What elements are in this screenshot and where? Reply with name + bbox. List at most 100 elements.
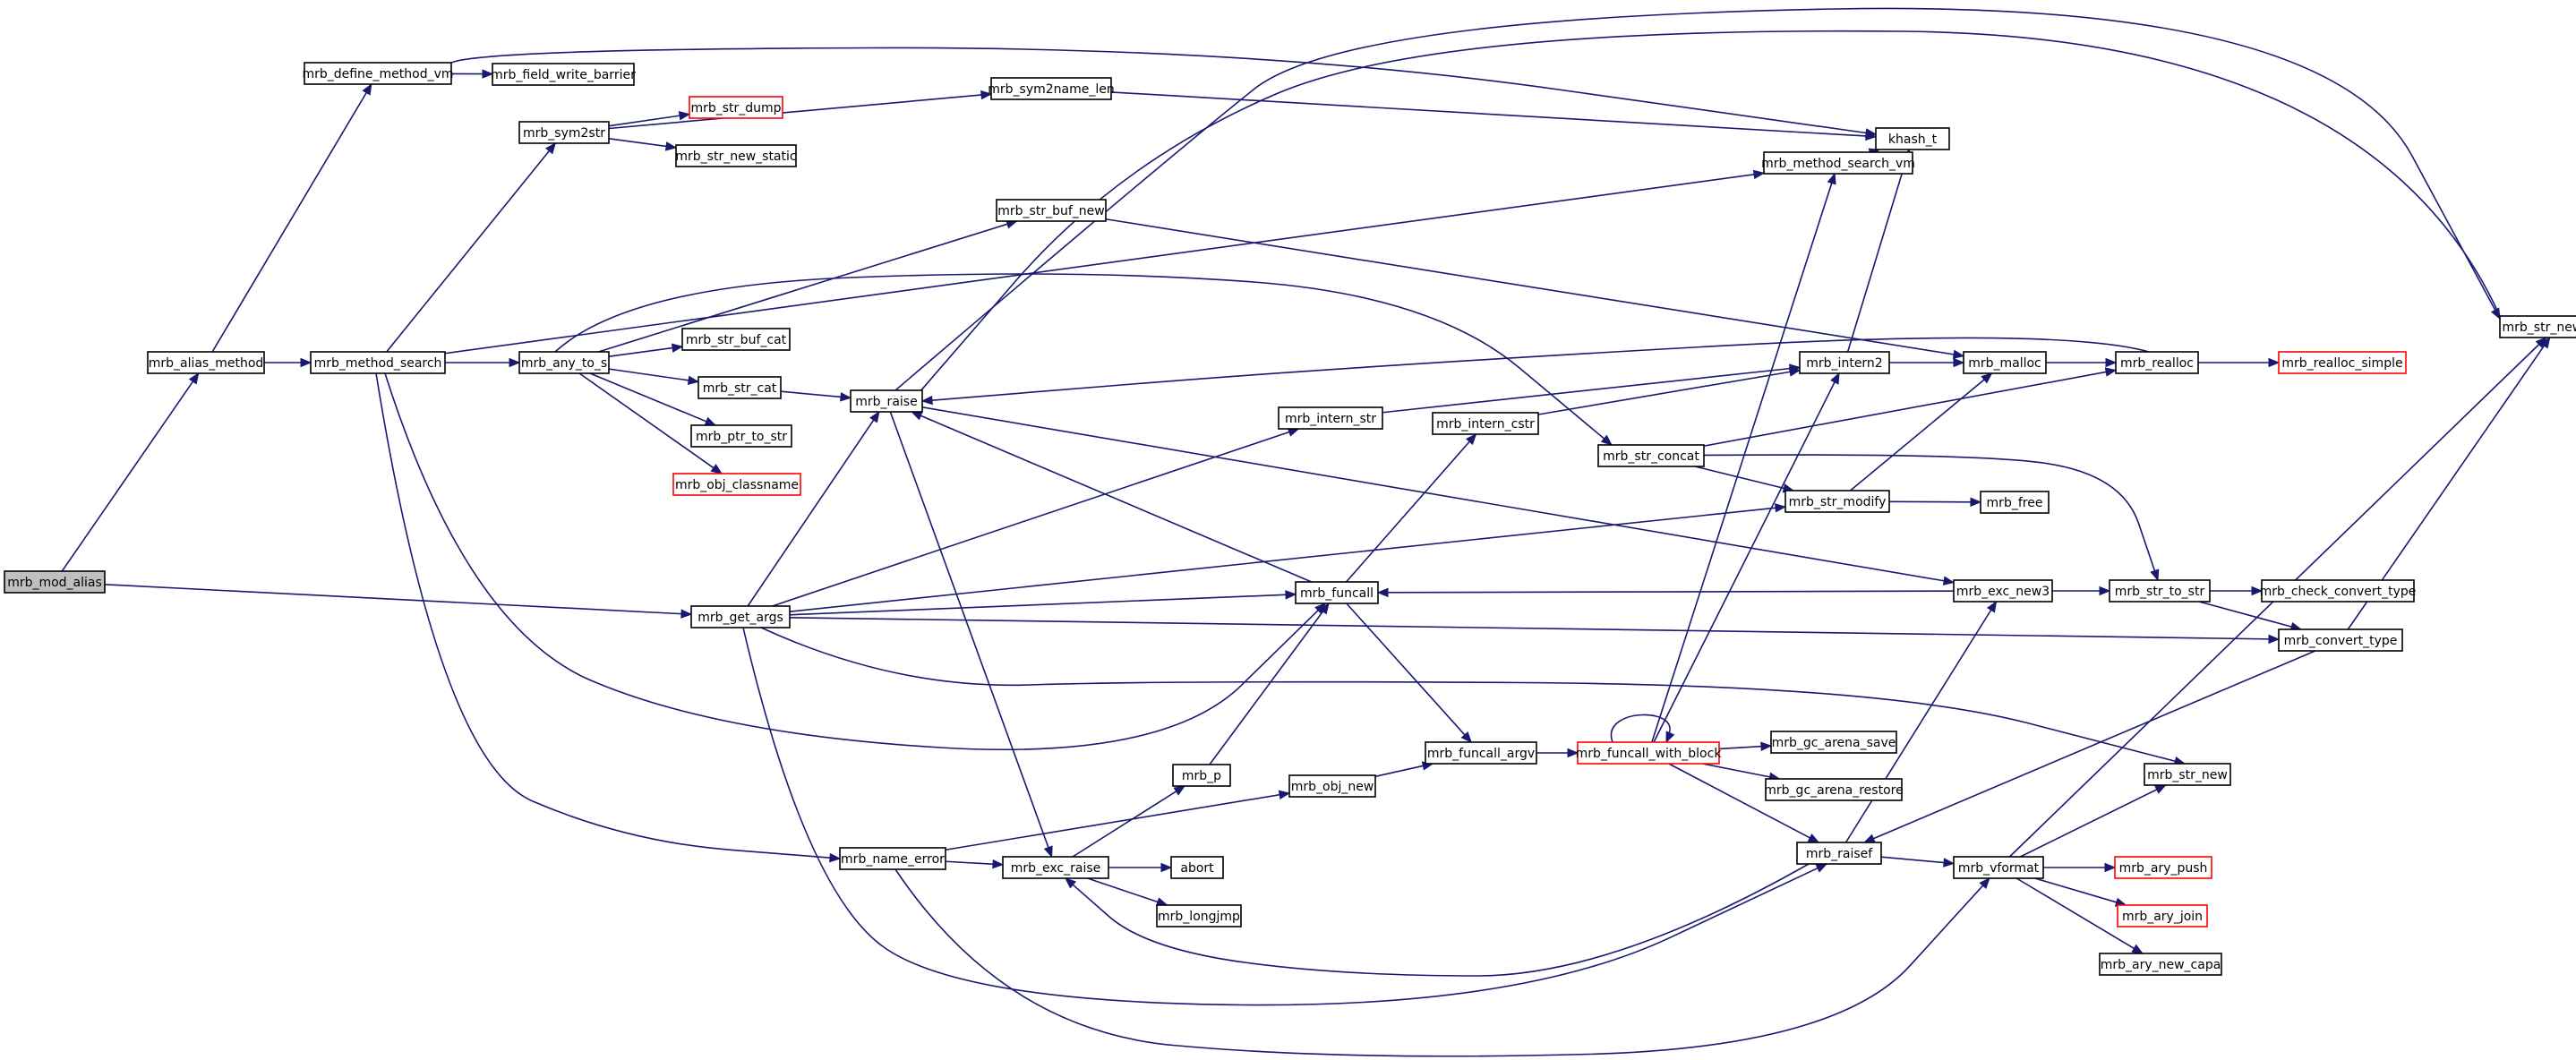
node-box [1953,579,2053,603]
edge-mrb_get_args-to-mrb_str_modify [789,503,1787,613]
node-mrb-malloc[interactable]: mrb_malloc [1963,351,2047,374]
node-mrb-str-new-static[interactable]: mrb_str_new_static [675,144,797,167]
node-mrb-str-buf-cat[interactable]: mrb_str_buf_cat [681,328,791,351]
node-mrb-convert-type[interactable]: mrb_convert_type [2278,628,2403,652]
node-box [1288,774,1376,798]
node-mrb-field-write-barrier[interactable]: mrb_field_write_barrier [491,63,636,86]
node-label: mrb_str_to_str [2115,585,2205,599]
node-box [697,376,782,399]
node-mrb-obj-classname[interactable]: mrb_obj_classname [672,473,801,496]
node-mrb-ary-new-capa[interactable]: mrb_ary_new_capa [2099,953,2222,976]
node-mrb-raisef[interactable]: mrb_raisef [1796,842,1882,865]
node-mrb-raise[interactable]: mrb_raise [850,389,923,413]
node-box [675,144,797,167]
node-label: mrb_intern2 [1806,356,1882,371]
node-mrb-funcall-with-block[interactable]: mrb_funcall_with_block [1576,741,1723,765]
node-mrb-exc-new3[interactable]: mrb_exc_new3 [1953,579,2053,603]
edge-mrb_define_method_vm-to-mrb_field_write_barrier [450,69,494,79]
edge-mrb_intern2-to-khash_t [1846,148,1912,353]
node-mrb-str-to-str[interactable]: mrb_str_to_str [2109,579,2211,603]
node-mrb-ary-join[interactable]: mrb_ary_join [2117,904,2208,928]
node-mrb-funcall[interactable]: mrb_funcall [1295,581,1379,604]
node-label: mrb_alias_method [149,356,264,371]
node-mrb-funcall-argv[interactable]: mrb_funcall_argv [1425,741,1537,765]
node-mrb-sym2name-len[interactable]: mrb_sym2name_len [988,77,1115,100]
node-mrb-realloc[interactable]: mrb_realloc [2115,351,2199,374]
node-mrb-str-concat[interactable]: mrb_str_concat [1597,444,1705,467]
node-label: mrb_funcall [1300,586,1374,601]
node-mrb-method-search-vm[interactable]: mrb_method_search_vm [1761,151,1915,175]
node-mrb-name-error[interactable]: mrb_name_error [839,847,946,870]
node-mrb-str-cat[interactable]: mrb_str_cat [697,376,782,399]
node-mrb-longjmp[interactable]: mrb_longjmp [1156,904,1242,928]
node-label: mrb_str_dump [690,101,781,115]
node-mrb-alias-method[interactable]: mrb_alias_method [147,351,265,374]
edge-mrb_method_search-to-mrb_name_error [375,372,842,863]
node-mrb-p[interactable]: mrb_p [1172,764,1231,787]
node-mrb-ptr-to-str[interactable]: mrb_ptr_to_str [690,424,792,448]
node-label: mrb_define_method_vm [302,67,453,81]
node-abort[interactable]: abort [1170,856,1224,879]
node-mrb-get-args[interactable]: mrb_get_args [690,605,791,628]
node-label: mrb_str_cat [703,381,777,396]
node-mrb-str-buf-new[interactable]: mrb_str_buf_new [996,199,1107,222]
node-mrb-intern-str[interactable]: mrb_intern_str [1278,406,1383,430]
edge-mrb_str_to_str-to-mrb_convert_type [2198,601,2303,632]
node-box [492,63,635,86]
node-label: mrb_ary_new_capa [2101,958,2221,972]
node-mrb-str-new[interactable]: mrb_str_new [2144,763,2231,786]
node-mrb-ary-push[interactable]: mrb_ary_push [2114,856,2212,879]
node-label: mrb_convert_type [2284,634,2398,648]
node-mrb-gc-arena-save[interactable]: mrb_gc_arena_save [1770,731,1897,754]
node-mrb-any-to-s[interactable]: mrb_any_to_s [518,351,610,374]
edge-mrb_sym2str-to-mrb_str_dump [608,111,691,127]
edge-mrb_sym2str-to-mrb_sym2name_len [608,90,993,130]
node-box [690,605,791,628]
node-label: mrb_realloc [2120,356,2194,371]
node-mrb-str-new-cstr[interactable]: mrb_str_new_cstr [2499,315,2576,338]
node-mrb-str-dump[interactable]: mrb_str_dump [689,96,783,119]
edge-mrb_exc_raise-to-mrb_p [1072,785,1186,858]
edge-mrb_exc_raise-to-abort [1108,862,1173,873]
node-mrb-define-method-vm[interactable]: mrb_define_method_vm [302,62,454,85]
edge-mrb_raise-to-mrb_exc_raise [889,411,1053,859]
node-label: khash_t [1888,132,1938,147]
edge-mrb_funcall-to-mrb_funcall_argv [1346,603,1473,743]
node-box [1002,856,1109,879]
node-label: mrb_ary_join [2122,910,2203,924]
node-mrb-intern-cstr[interactable]: mrb_intern_cstr [1432,412,1539,435]
node-mrb-exc-raise[interactable]: mrb_exc_raise [1002,856,1109,879]
node-mrb-obj-new[interactable]: mrb_obj_new [1288,774,1376,798]
node-mrb-free[interactable]: mrb_free [1980,491,2050,514]
edge-mrb_alias_method-to-mrb_method_search [264,357,312,368]
node-label: mrb_free [1987,496,2043,510]
node-box [681,328,791,351]
edge-mrb_funcall_argv-to-mrb_funcall_with_block [1536,748,1579,758]
edge-mrb_name_error-to-mrb_vformat [894,868,1990,1057]
node-mrb-gc-arena-restore[interactable]: mrb_gc_arena_restore [1764,778,1904,801]
node-mrb-check-convert-type[interactable]: mrb_check_convert_type [2260,579,2417,603]
node-mrb-sym2str[interactable]: mrb_sym2str [518,121,610,144]
edge-mrb_str_modify-to-mrb_malloc [1849,372,1993,492]
node-mrb-vformat[interactable]: mrb_vformat [1953,856,2044,879]
node-label: mrb_str_modify [1789,495,1887,509]
node-mrb-method-search[interactable]: mrb_method_search [310,351,446,374]
node-khash-t[interactable]: khash_t [1875,127,1950,150]
edge-mrb_any_to_s-to-mrb_str_buf_new [598,219,1018,353]
edge-mrb_intern_cstr-to-mrb_intern2 [1537,367,1801,415]
node-mrb-intern2[interactable]: mrb_intern2 [1799,351,1890,374]
edge-mrb_realloc-to-mrb_realloc_simple [2198,357,2281,368]
edge-mrb_method_search-to-mrb_sym2str [386,141,557,353]
node-label: mrb_sym2str [523,126,605,141]
edge-mrb_str_new_cstr-to-mrb_raise [902,30,2501,413]
edge-mrb_raisef-to-mrb_exc_new3 [1844,600,1998,843]
node-mrb-str-modify[interactable]: mrb_str_modify [1784,490,1890,513]
node-label: mrb_vformat [1958,861,2040,876]
edge-mrb_method_search-to-mrb_method_search_vm [444,169,1766,355]
node-box [996,199,1107,222]
node-mrb-mod-alias[interactable]: mrb_mod_alias [4,570,106,594]
node-box [1770,731,1897,754]
node-mrb-realloc-simple[interactable]: mrb_realloc_simple [2278,351,2407,374]
edge-mrb_vformat-to-mrb_ary_push [2043,862,2117,873]
node-label: mrb_funcall_argv [1427,747,1535,761]
